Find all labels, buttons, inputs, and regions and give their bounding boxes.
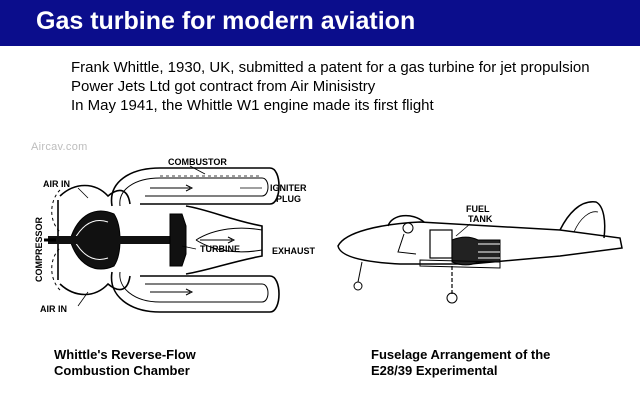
- diagram-figure: COMBUSTOR AIR IN IGNITER PLUG COMPRESSOR…: [34, 157, 623, 314]
- label-fuel: FUEL: [466, 204, 490, 214]
- aircraft-diagram: [337, 201, 623, 304]
- label-igniter: IGNITER: [270, 183, 307, 193]
- label-air-in-bottom: AIR IN: [40, 304, 67, 314]
- label-tank: TANK: [468, 214, 493, 224]
- aircraft-caption-line1: Fuselage Arrangement of the: [371, 347, 551, 362]
- engine-diagram: [44, 165, 280, 313]
- label-combustor: COMBUSTOR: [168, 157, 227, 167]
- label-air-in-top: AIR IN: [43, 179, 70, 189]
- bullet-item: Power Jets Ltd got contract from Air Min…: [71, 78, 376, 95]
- bullet-item: In May 1941, the Whittle W1 engine made …: [71, 97, 434, 114]
- slide-title: Gas turbine for modern aviation: [36, 7, 416, 35]
- title-bar: Gas turbine for modern aviation: [0, 0, 640, 46]
- bullet-list: Frank Whittle, 1930, UK, submitted a pat…: [71, 58, 590, 115]
- bullet-item: Frank Whittle, 1930, UK, submitted a pat…: [71, 59, 590, 76]
- aircraft-caption-line2: E28/39 Experimental: [371, 363, 498, 378]
- label-igniter-plug: PLUG: [276, 194, 301, 204]
- engine-caption: Whittle's Reverse-Flow Combustion Chambe…: [54, 347, 196, 379]
- label-exhaust: EXHAUST: [272, 246, 316, 256]
- engine-caption-line2: Combustion Chamber: [54, 363, 190, 378]
- label-turbine: TURBINE: [200, 244, 240, 254]
- aircraft-caption: Fuselage Arrangement of the E28/39 Exper…: [371, 347, 550, 379]
- engine-caption-line1: Whittle's Reverse-Flow: [54, 347, 196, 362]
- watermark-text: Aircav.com: [31, 141, 88, 153]
- label-compressor: COMPRESSOR: [34, 216, 44, 282]
